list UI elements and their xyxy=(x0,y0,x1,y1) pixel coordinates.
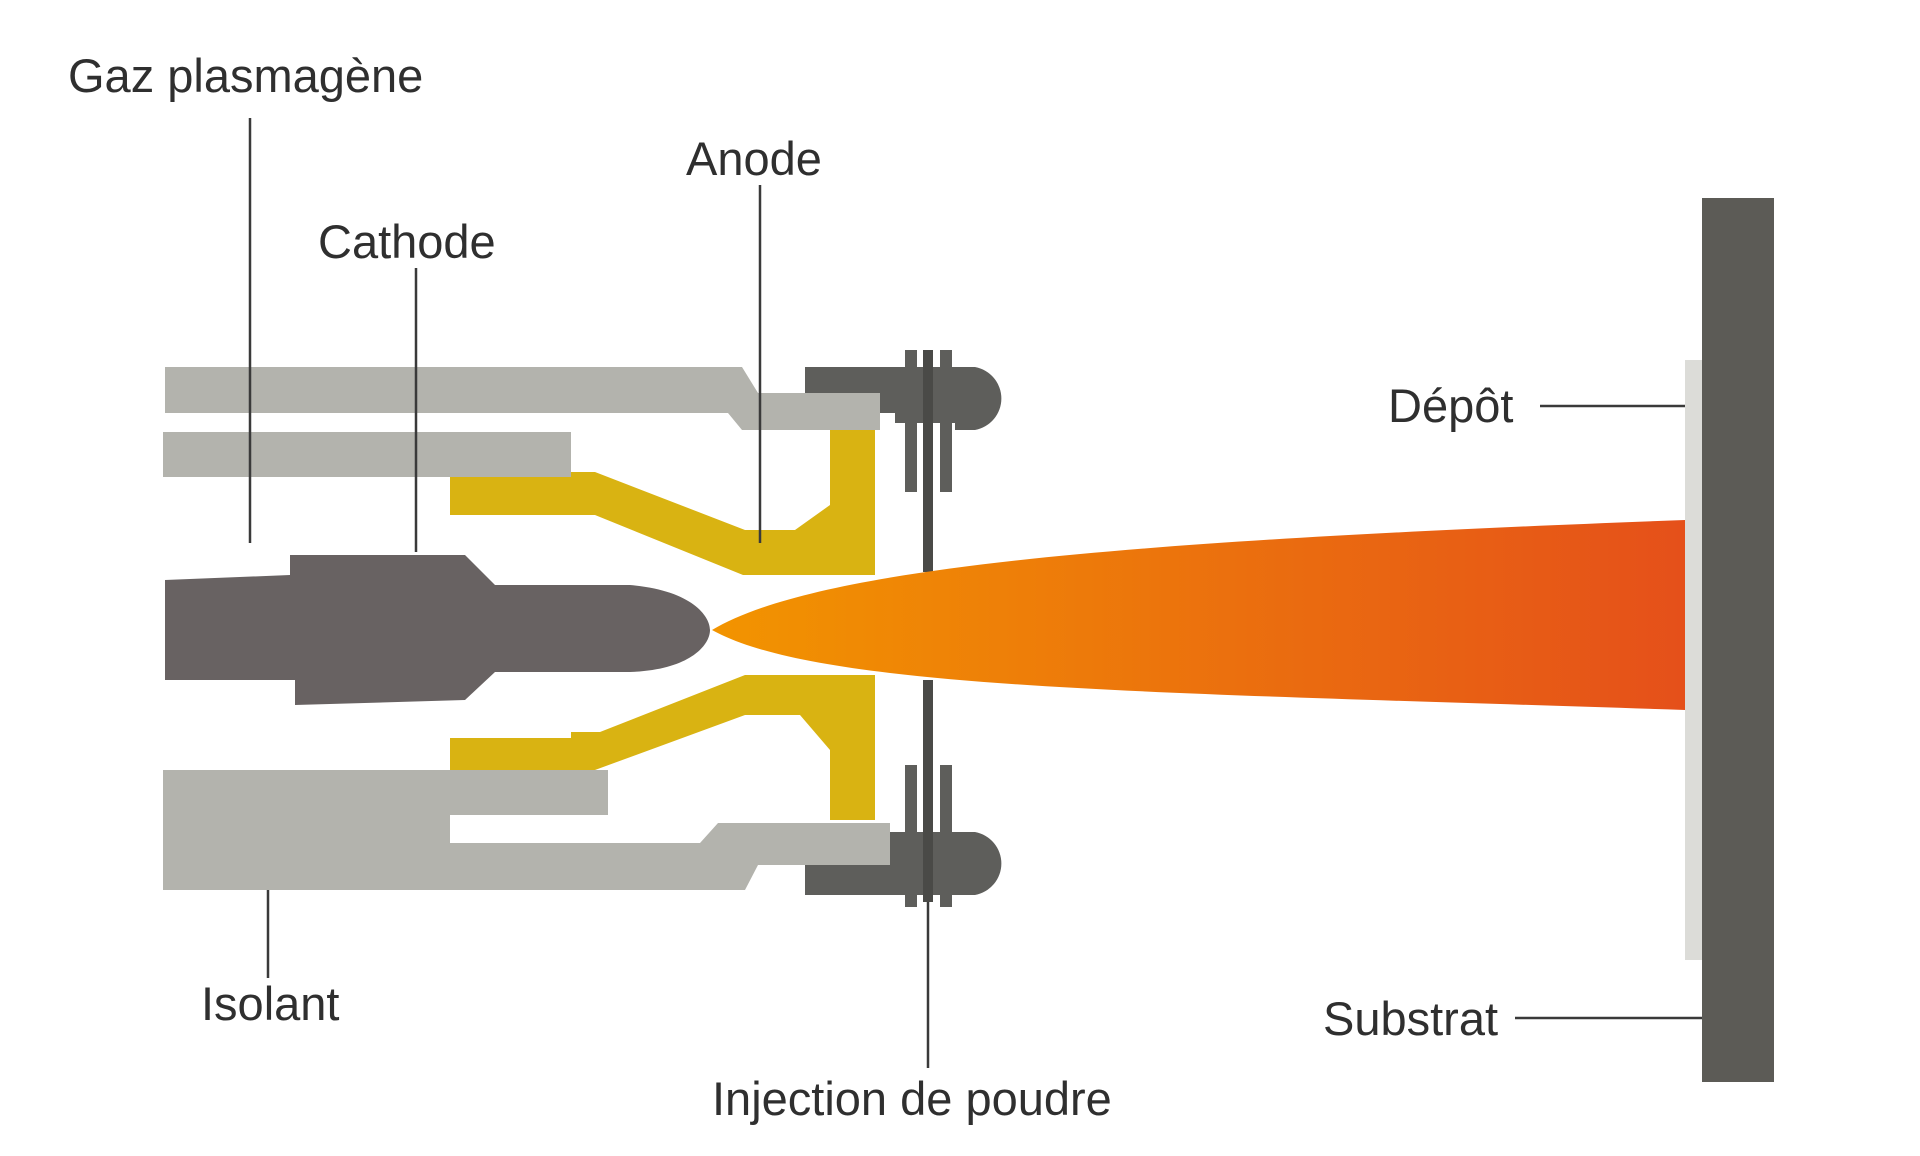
label-powder-injection: Injection de poudre xyxy=(712,1072,1112,1125)
label-cathode: Cathode xyxy=(318,215,496,268)
label-anode: Anode xyxy=(686,132,822,185)
insulator-top-outer xyxy=(165,367,880,430)
insulator-bottom xyxy=(163,770,890,890)
anode-top xyxy=(450,430,875,575)
label-substrate: Substrat xyxy=(1323,992,1498,1045)
plasma-jet xyxy=(712,520,1685,710)
label-plasma-gas: Gaz plasmagène xyxy=(68,49,423,102)
substrate xyxy=(1702,198,1774,1082)
label-deposit: Dépôt xyxy=(1388,379,1513,432)
cathode xyxy=(165,555,710,705)
label-insulator: Isolant xyxy=(201,977,339,1030)
anode-bottom xyxy=(450,675,875,820)
deposit-layer xyxy=(1685,360,1702,960)
insulator-top-lip xyxy=(758,393,880,430)
insulator-bottom-lip xyxy=(718,823,890,865)
insulator-top-inner xyxy=(163,432,571,477)
powder-injector-top xyxy=(923,350,933,572)
powder-injector-bottom-front xyxy=(923,680,933,902)
